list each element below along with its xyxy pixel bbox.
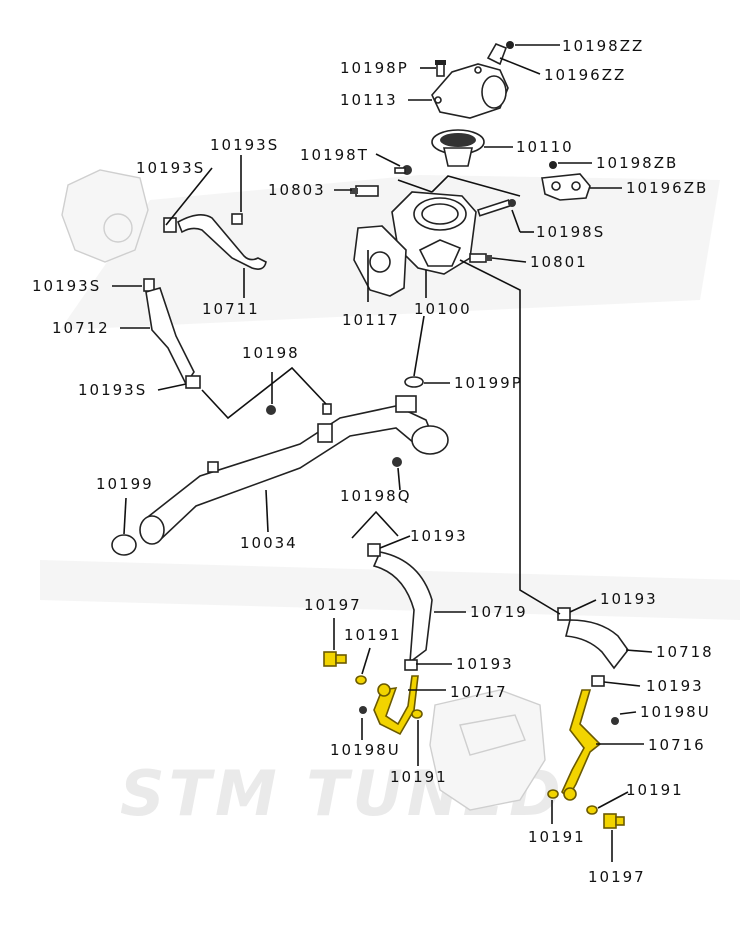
bolt-10198U-left <box>359 706 367 714</box>
bolt-10198P <box>435 60 446 77</box>
clamp-10193S-lower-left <box>185 375 201 389</box>
label-10198U-right: 10198U <box>640 703 711 721</box>
washer-10191-a-highlighted <box>355 675 367 685</box>
clamp-10193-upper-right <box>557 607 571 621</box>
label-10197-right: 10197 <box>588 868 646 886</box>
label-10198S: 10198S <box>536 223 605 241</box>
washer-10191-d-highlighted <box>586 805 598 815</box>
label-10718: 10718 <box>656 643 714 661</box>
clamp-10193S-upper-left <box>163 217 177 233</box>
label-10719: 10719 <box>470 603 528 621</box>
bracket-10196ZB <box>541 173 591 201</box>
label-10196ZZ: 10196ZZ <box>544 66 626 84</box>
label-10191-bottom: 10191 <box>528 828 586 846</box>
hose-10718 <box>564 619 629 670</box>
washer-10191-b-highlighted <box>411 709 423 719</box>
label-10716: 10716 <box>648 736 706 754</box>
label-10198ZZ: 10198ZZ <box>562 37 644 55</box>
o-ring-10199P <box>404 376 424 388</box>
label-10196ZB: 10196ZB <box>626 179 708 197</box>
bolt-10198ZB <box>549 161 557 169</box>
pipe-10716-highlighted <box>561 689 602 801</box>
label-10193S-left: 10193S <box>32 277 101 295</box>
bolt-10197-left-highlighted <box>323 651 347 667</box>
label-10717: 10717 <box>450 683 508 701</box>
label-10193-lower-right: 10193 <box>646 677 704 695</box>
label-10198P: 10198P <box>340 59 409 77</box>
clamp-10193-lower-mid <box>404 659 418 671</box>
label-10193-mid: 10193 <box>410 527 468 545</box>
label-10034: 10034 <box>240 534 298 552</box>
label-10801: 10801 <box>530 253 588 271</box>
pipe-10711 <box>176 213 267 270</box>
label-10199: 10199 <box>96 475 154 493</box>
part-10110-thermostat <box>431 129 485 167</box>
label-10193-right-top: 10193 <box>600 590 658 608</box>
bolt-10198ZZ <box>506 41 514 49</box>
washer-10191-c-highlighted <box>547 789 559 799</box>
label-10712: 10712 <box>52 319 110 337</box>
label-10100: 10100 <box>414 300 472 318</box>
pipe-10034 <box>139 395 449 545</box>
bolt-10197-right-highlighted <box>603 813 625 829</box>
label-10113: 10113 <box>340 91 398 109</box>
label-10197-left: 10197 <box>304 596 362 614</box>
ghost-engine-upper <box>61 169 149 263</box>
label-10198T: 10198T <box>300 146 369 164</box>
bolt-10198-pipe <box>266 405 276 415</box>
part-10113-water-outlet <box>431 63 509 119</box>
sensor-10801 <box>469 253 492 263</box>
clamp-10193-upper-mid <box>367 543 381 557</box>
label-10191-top: 10191 <box>344 626 402 644</box>
label-10193S-lower: 10193S <box>78 381 147 399</box>
clamp-10193S-mid-left <box>143 278 155 292</box>
bolt-10198Q <box>392 457 402 467</box>
label-10198ZB: 10198ZB <box>596 154 678 172</box>
label-10193-lower-mid: 10193 <box>456 655 514 673</box>
clamp-10193-lower-right <box>591 675 605 687</box>
label-10110: 10110 <box>516 138 574 156</box>
gasket-10117 <box>353 225 407 297</box>
label-10193S-top-right: 10193S <box>210 136 279 154</box>
label-10198: 10198 <box>242 344 300 362</box>
bracket-10196ZZ <box>486 42 508 66</box>
leader-lines <box>112 44 653 862</box>
label-10117: 10117 <box>342 311 400 329</box>
sensor-10803 <box>350 185 379 197</box>
pipe-10717-highlighted <box>373 675 419 736</box>
label-10198U-left: 10198U <box>330 741 401 759</box>
ghost-engine-lower <box>429 689 546 811</box>
label-10191-right: 10191 <box>626 781 684 799</box>
part-labels: 10198ZZ 10196ZZ 10198P 10113 10110 10198… <box>32 37 714 886</box>
label-10199P: 10199P <box>454 374 523 392</box>
bolt-10198S <box>476 199 516 217</box>
label-10193S-top-left: 10193S <box>136 159 205 177</box>
bolt-10198U-right <box>611 717 619 725</box>
label-10191-mid: 10191 <box>390 768 448 786</box>
label-10198Q: 10198Q <box>340 487 412 505</box>
part-10100-thermostat-case <box>391 191 477 275</box>
o-ring-10199 <box>111 534 137 556</box>
label-10711: 10711 <box>202 300 260 318</box>
label-10803: 10803 <box>268 181 326 199</box>
bolt-10198T <box>394 165 412 175</box>
